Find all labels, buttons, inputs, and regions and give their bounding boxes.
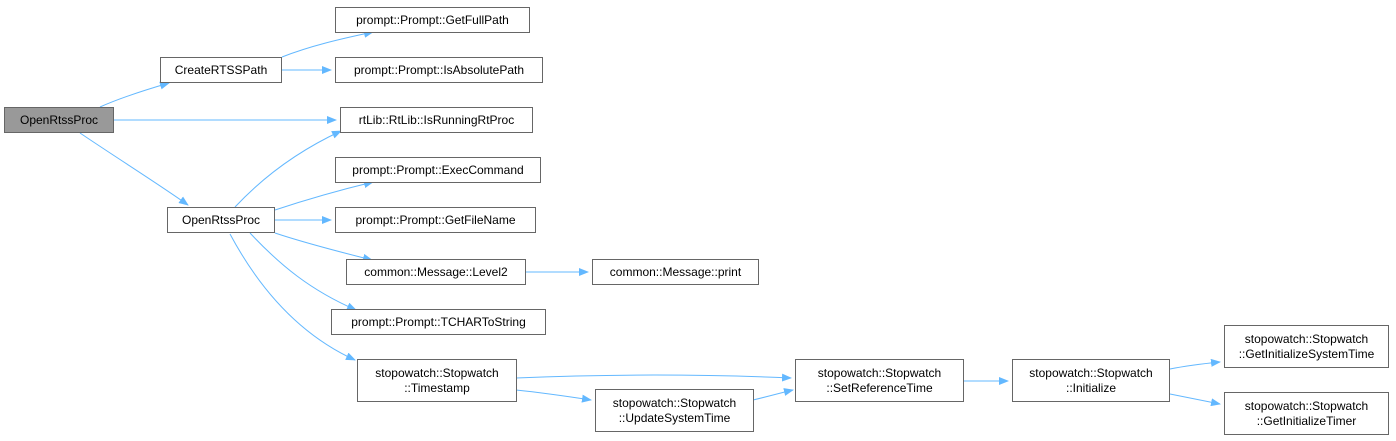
node-isrunning[interactable]: rtLib::RtLib::IsRunningRtProc <box>340 107 533 133</box>
node-label: OpenRtssProc <box>19 112 99 127</box>
node-timestamp[interactable]: stopowatch::Stopwatch::Timestamp <box>357 359 517 402</box>
edge-openrtss2-tchar <box>249 232 357 311</box>
node-getinittimer[interactable]: stopowatch::Stopwatch::GetInitializeTime… <box>1224 392 1389 435</box>
node-openrtss2[interactable]: OpenRtssProc <box>167 207 275 233</box>
node-label: common::Message::Level2 <box>364 264 508 279</box>
node-label: prompt::Prompt::GetFileName <box>355 212 516 227</box>
node-label: ::Initialize <box>1065 380 1117 395</box>
node-exec[interactable]: prompt::Prompt::ExecCommand <box>335 157 541 183</box>
node-getfilename[interactable]: prompt::Prompt::GetFileName <box>335 207 536 233</box>
node-level2[interactable]: common::Message::Level2 <box>346 259 526 285</box>
node-label: ::GetInitializeSystemTime <box>1238 346 1375 361</box>
edge-openrtss2-level2 <box>274 232 373 262</box>
edge-openrtss2-isrunning <box>234 130 342 208</box>
node-label: prompt::Prompt::GetFullPath <box>356 12 509 27</box>
edge-timestamp-setref <box>515 373 792 382</box>
node-label: OpenRtssProc <box>181 212 261 227</box>
node-setref[interactable]: stopowatch::Stopwatch::SetReferenceTime <box>795 359 964 402</box>
node-label: stopowatch::Stopwatch <box>1244 331 1369 346</box>
node-updatesys[interactable]: stopowatch::Stopwatch::UpdateSystemTime <box>595 389 754 432</box>
edge-create-getfullpath <box>281 29 374 58</box>
node-root[interactable]: OpenRtssProc <box>4 107 114 133</box>
node-label: ::SetReferenceTime <box>826 380 933 395</box>
node-print[interactable]: common::Message::print <box>592 259 759 285</box>
edge-updatesys-setref <box>752 388 794 401</box>
node-getinitsys[interactable]: stopowatch::Stopwatch::GetInitializeSyst… <box>1224 325 1389 368</box>
edge-root-openrtss2 <box>79 132 189 206</box>
node-label: stopowatch::Stopwatch <box>1244 398 1369 413</box>
node-label: stopowatch::Stopwatch <box>375 365 499 380</box>
node-label: ::Timestamp <box>404 380 470 395</box>
node-create[interactable]: CreateRTSSPath <box>160 57 282 83</box>
node-tchar[interactable]: prompt::Prompt::TCHARToString <box>331 309 546 335</box>
edge-openrtss2-timestamp <box>229 233 356 361</box>
node-getfullpath[interactable]: prompt::Prompt::GetFullPath <box>335 7 530 33</box>
node-label: ::UpdateSystemTime <box>618 410 731 425</box>
edge-root-create <box>99 81 170 108</box>
node-label: prompt::Prompt::ExecCommand <box>352 162 524 177</box>
node-label: CreateRTSSPath <box>174 62 268 77</box>
edge-openrtss2-exec <box>274 180 374 211</box>
edge-initialize-getinitsys <box>1169 358 1221 370</box>
node-label: prompt::Prompt::IsAbsolutePath <box>353 62 525 77</box>
node-label: common::Message::print <box>609 264 742 279</box>
node-label: stopowatch::Stopwatch <box>817 365 942 380</box>
node-initialize[interactable]: stopowatch::Stopwatch::Initialize <box>1012 359 1170 402</box>
node-label: rtLib::RtLib::IsRunningRtProc <box>358 112 515 127</box>
node-label: stopowatch::Stopwatch <box>1029 365 1153 380</box>
edge-initialize-getinittimer <box>1169 393 1221 407</box>
edge-timestamp-updatesys <box>515 389 592 403</box>
node-label: prompt::Prompt::TCHARToString <box>351 314 526 329</box>
node-label: ::GetInitializeTimer <box>1256 413 1357 428</box>
node-isabsolute[interactable]: prompt::Prompt::IsAbsolutePath <box>335 57 543 83</box>
node-label: stopowatch::Stopwatch <box>612 395 737 410</box>
